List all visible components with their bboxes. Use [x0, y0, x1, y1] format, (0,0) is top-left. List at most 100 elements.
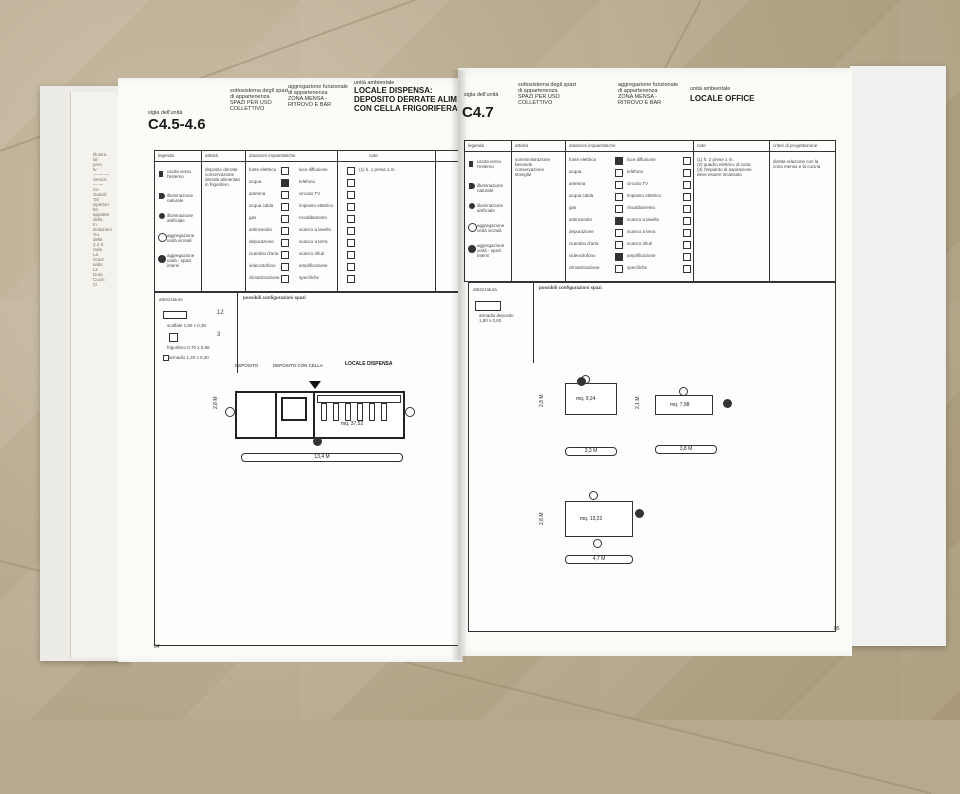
equipment-checkbox [281, 275, 289, 283]
right-page-number: 85 [834, 626, 840, 632]
right-page: sigla dell'unità C4.7 sottosistema degli… [458, 68, 852, 656]
cabinet-icon [163, 355, 169, 361]
plan-label-deposit: DEPOSITO [235, 363, 259, 368]
plan-height: 2,8 M [213, 396, 219, 409]
equipment-checkbox [615, 265, 623, 273]
form-col-divider [201, 151, 202, 291]
right-criteria-text: diretta relazione con la zona mensa e la… [773, 159, 821, 169]
right-form-header-legend: legenda [468, 143, 485, 148]
exit-arrow-icon [159, 171, 163, 177]
right-page-title: LOCALE OFFICE [690, 94, 755, 103]
equipment-label: scarico a lavello [299, 227, 332, 232]
equipment-checkbox [683, 229, 691, 237]
right-note-text: (1) h. 2 prese 1 m. (2) quadro elettrico… [697, 157, 752, 177]
right-form-header-equipment: dotazioni impiantistiche [569, 143, 616, 148]
right-aggregation-label: aggregazione funzionale di appartenenza … [618, 82, 678, 106]
artificial-light-icon [469, 203, 475, 209]
equipment-label: luce diffusione [627, 157, 656, 162]
book-gutter-shadow [452, 70, 466, 660]
form-col-divider [693, 141, 694, 281]
equipment-checkbox-filled [615, 157, 623, 165]
equipment-label: fonte elettrica [569, 157, 597, 162]
aggregation-ring-icon [158, 233, 167, 242]
equipment-checkbox [615, 229, 623, 237]
form-row-divider [465, 151, 835, 152]
right-item-1: armadio deposito 1,80 x 0,60 [479, 313, 514, 323]
equipment-label: antenna [249, 191, 266, 196]
equipment-checkbox [347, 251, 355, 259]
equipment-checkbox [347, 275, 355, 283]
right-subsystem-label: sottosistema degli spazi di appartenenza… [518, 82, 577, 106]
config-3-height: 2,8 M [539, 512, 545, 525]
plan-shelf [321, 403, 327, 421]
left-form-header-legend: legenda [158, 153, 175, 158]
legend-item: illuminazione naturale [167, 193, 194, 203]
plan-ring-right [405, 407, 415, 417]
right-sub-header-equipment: attrezzatura [473, 287, 497, 292]
equipment-label: gas [569, 205, 577, 210]
equipment-checkbox [281, 203, 289, 211]
equipment-label: specifiche [627, 265, 648, 270]
left-count-1: 12 [217, 310, 224, 316]
form-col-divider [769, 141, 770, 281]
equipment-checkbox [683, 169, 691, 177]
config-2-width: 3,8 M [655, 445, 717, 454]
plan-shelf [381, 403, 387, 421]
equipment-label: impianto elettrico [627, 193, 662, 198]
equipment-checkbox [347, 215, 355, 223]
right-unit-code: C4.7 [462, 104, 494, 121]
left-config-area: attrezzature possibili configurazioni sp… [154, 292, 462, 646]
equipment-label: antincendio [249, 227, 273, 232]
equipment-label: scarico a terra [299, 239, 328, 244]
plan-shelf [317, 395, 401, 403]
legend-item: aggregazione unità vicinali [477, 223, 505, 233]
equipment-checkbox [683, 265, 691, 273]
legend-item: aggregazione unità - spazi interni [477, 243, 505, 258]
equipment-checkbox [347, 167, 355, 175]
equipment-checkbox [281, 263, 289, 271]
left-sub-header-equipment: attrezzature [159, 297, 183, 302]
equipment-label: acqua [569, 169, 582, 174]
config-3-dot [635, 509, 644, 518]
left-form-header-equipment: dotazioni impiantistiche [249, 153, 296, 158]
equipment-checkbox [281, 239, 289, 247]
equipment-checkbox [347, 239, 355, 247]
form-col-divider [533, 283, 534, 363]
right-sigla-label: sigla dell'unità [464, 92, 499, 98]
shelf-icon [163, 311, 187, 319]
legend-item: aggregazione unità vicinali [167, 233, 195, 243]
left-activity-text: deposito derrate conservazione derrate a… [205, 167, 241, 187]
left-count-2: 3 [217, 332, 221, 338]
aggregation-dot-icon [158, 255, 166, 263]
plan-shelf [369, 403, 375, 421]
left-aggregation-label: aggregazione funzionale di appartenenza … [288, 84, 348, 108]
equipment-checkbox [347, 191, 355, 199]
right-config-area: attrezzatura possibili configurazioni sp… [468, 282, 836, 632]
config-3-width: 4,7 M [565, 555, 633, 564]
right-activity-text: somministrazione bevande conservazione s… [515, 157, 551, 177]
equipment-label: videocitofono [249, 263, 276, 268]
form-row-divider [155, 161, 461, 162]
equipment-label: videocitofono [569, 253, 596, 258]
equipment-checkbox [683, 253, 691, 261]
equipment-label: ricambio d'aria [569, 241, 599, 246]
equipment-label: depurazione [249, 239, 274, 244]
left-form-header-notes: note [369, 153, 378, 158]
config-1-dot [577, 377, 586, 386]
equipment-checkbox [347, 203, 355, 211]
right-form-table: legenda attività dotazioni impiantistich… [464, 140, 836, 282]
right-form-header-activity: attività [515, 143, 529, 148]
plan-dot [313, 437, 322, 446]
equipment-label: climatizzazione [249, 275, 280, 280]
equipment-label: circuito TV [299, 191, 321, 196]
equipment-checkbox [615, 193, 623, 201]
equipment-label: acqua calda [569, 193, 594, 198]
config-1-area: mq. 9,24 [576, 396, 596, 402]
underlying-text: Illustra lal pren tv — — — Servizi — — C… [93, 152, 112, 287]
equipment-label: specifiche [299, 275, 320, 280]
equipment-label: fonte elettrica [249, 167, 277, 172]
equipment-checkbox [347, 263, 355, 271]
equipment-checkbox-filled [281, 179, 289, 187]
back-sheet-right [850, 66, 946, 646]
equipment-checkbox [615, 205, 623, 213]
